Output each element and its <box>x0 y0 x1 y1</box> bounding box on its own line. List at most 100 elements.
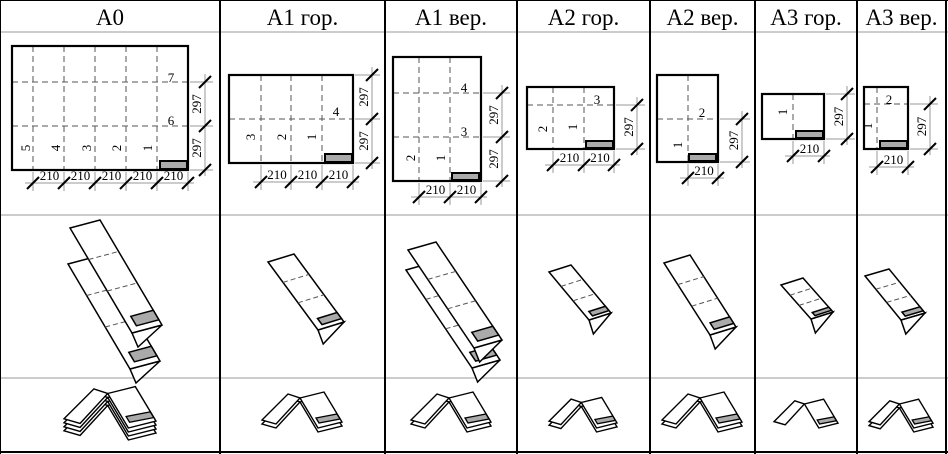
title-block-stamp <box>688 153 717 162</box>
dimension-tick <box>150 176 164 190</box>
column-header: A0 <box>96 5 124 30</box>
dimension-tick <box>57 176 71 190</box>
title-block-stamp <box>593 415 617 425</box>
height-dimension: 297 <box>486 149 501 169</box>
panel-number: 1 <box>140 145 155 152</box>
panel-number: 2 <box>886 92 893 107</box>
sheet-outline <box>525 85 616 151</box>
dimension-tick <box>181 176 195 190</box>
panel-number: 5 <box>18 145 33 152</box>
dimension-tick <box>923 142 937 156</box>
dimension-tick <box>495 86 509 100</box>
title-block-stamp <box>585 140 614 149</box>
dimension-tick <box>443 190 457 204</box>
title-block-stamp <box>911 416 933 425</box>
folded-strip <box>547 264 613 321</box>
folded-strip <box>406 241 504 349</box>
panel-number: 7 <box>168 70 175 85</box>
height-dimension: 297 <box>356 131 371 151</box>
folded-strip-view <box>547 264 614 336</box>
panel-number: 2 <box>274 134 289 141</box>
fold-line <box>875 281 900 290</box>
sheet-outline <box>391 55 483 183</box>
panel-number: 3 <box>594 92 601 107</box>
panel-number: 1 <box>304 134 319 141</box>
width-dimension: 210 <box>329 167 349 182</box>
sheet-outline <box>760 92 826 141</box>
dimension-tick <box>630 142 644 156</box>
title-block-stamp <box>587 305 611 317</box>
fold-line <box>798 297 822 306</box>
dimension-tick <box>26 176 40 190</box>
dimension-tick <box>474 190 488 204</box>
title-block-stamp <box>451 172 480 181</box>
column-header: A2 вер. <box>666 5 738 30</box>
panel-number: 6 <box>168 113 175 128</box>
fold-line <box>297 294 325 304</box>
folded-strip-view <box>266 253 347 346</box>
title-block-stamp <box>900 305 925 317</box>
title-block-stamp <box>316 311 343 326</box>
panel-number: 1 <box>860 123 875 130</box>
fold-line <box>560 278 584 287</box>
fold-line <box>88 251 119 260</box>
width-dimension: 210 <box>71 168 91 183</box>
fold-line <box>427 270 456 280</box>
height-dimension: 297 <box>726 130 741 150</box>
dimension-tick <box>284 175 298 189</box>
dimension-tick <box>198 75 212 89</box>
title-block-stamp <box>470 325 500 342</box>
width-dimension: 210 <box>298 167 318 182</box>
panel-number: 1 <box>775 109 790 116</box>
width-dimension: 210 <box>694 163 714 178</box>
folded-strip-view <box>404 241 504 384</box>
column-header: A3 гор. <box>770 5 841 30</box>
dimension-tick <box>546 158 560 172</box>
dimension-tick <box>840 87 854 101</box>
title-block-stamp <box>125 411 155 424</box>
panel-number: 2 <box>535 126 550 133</box>
width-dimension: 210 <box>102 168 122 183</box>
sheet-outline <box>655 73 720 164</box>
width-dimension: 210 <box>164 168 184 183</box>
dimension-tick <box>119 176 133 190</box>
panel-number: 2 <box>699 105 706 120</box>
width-dimension: 210 <box>800 141 820 156</box>
width-dimension: 210 <box>40 168 60 183</box>
accordion-fold-view <box>772 398 840 429</box>
dimension-tick <box>198 163 212 177</box>
panel-number: 3 <box>243 134 258 141</box>
folded-strip <box>863 268 927 321</box>
panel-number: 2 <box>403 155 418 162</box>
column-header: A1 вер. <box>415 5 487 30</box>
panel-number: 1 <box>565 124 580 131</box>
dimension-tick <box>817 149 831 163</box>
dimension-tick <box>840 132 854 146</box>
fold-line <box>282 273 310 283</box>
sheet-outline <box>227 73 355 165</box>
dimension-tick <box>315 175 329 189</box>
width-dimension: 210 <box>590 150 610 165</box>
dimension-tick <box>412 190 426 204</box>
dimension-tick <box>346 175 360 189</box>
sheet-outline <box>10 44 190 172</box>
panel-number: 4 <box>461 80 468 95</box>
panel-number: 3 <box>461 124 468 139</box>
dimension-tick <box>901 160 915 174</box>
dimension-tick <box>735 112 749 126</box>
fold-line <box>447 300 476 310</box>
dimension-tick <box>607 158 621 172</box>
folded-strip <box>68 219 164 334</box>
dimension-tick <box>198 119 212 133</box>
title-block-stamp <box>159 160 188 170</box>
width-dimension: 210 <box>267 167 287 182</box>
panel-number: 3 <box>79 145 94 152</box>
title-block-stamp <box>129 309 161 327</box>
column-header: A3 вер. <box>865 5 937 30</box>
fold-line <box>886 294 911 303</box>
